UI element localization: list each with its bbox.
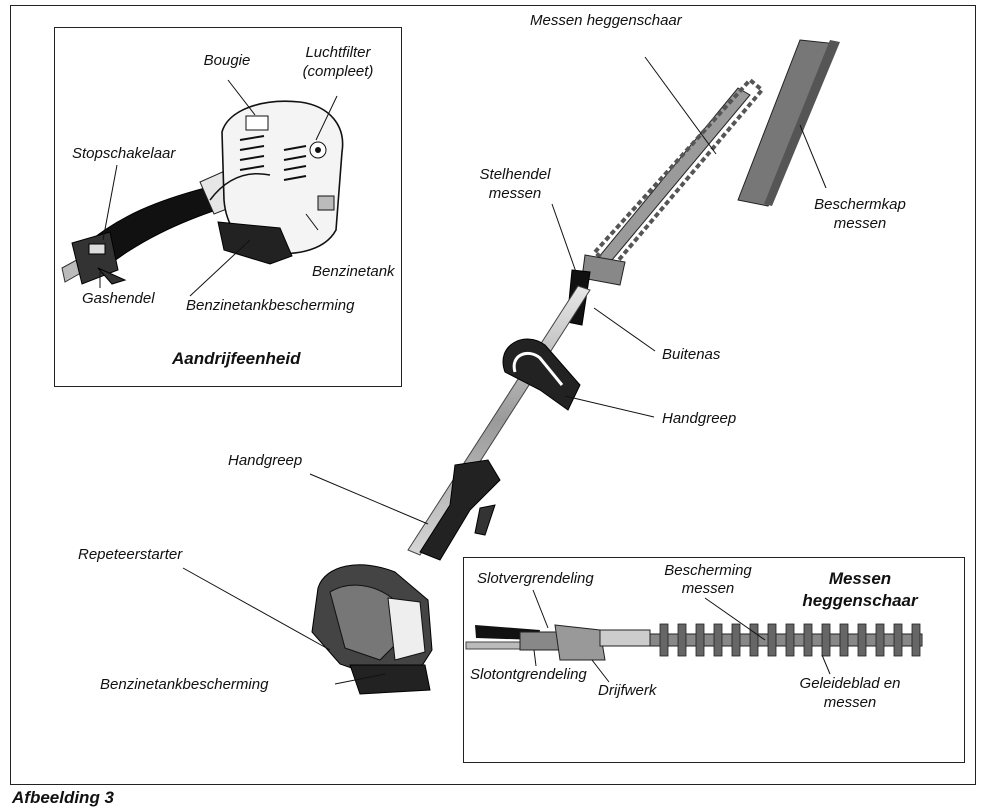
label-luchtfilter-2: (compleet): [288, 63, 388, 81]
label-geleideblad-2: messen: [780, 694, 920, 712]
label-beschermkap-1: Beschermkap: [800, 196, 920, 214]
label-slotvergrendeling: Slotvergrendeling: [477, 570, 594, 588]
label-bescherming-2: messen: [658, 580, 758, 598]
label-drijfwerk: Drijfwerk: [598, 682, 656, 700]
label-benzinetank: Benzinetank: [312, 263, 395, 281]
label-handgreep-right: Handgreep: [662, 410, 736, 428]
label-messen-heggenschaar: Messen heggenschaar: [530, 12, 682, 30]
label-stelhendel-1: Stelhendel: [465, 166, 565, 184]
label-gashendel: Gashendel: [82, 290, 155, 308]
label-handgreep-left: Handgreep: [228, 452, 302, 470]
label-messen-inset-1: Messen: [780, 570, 940, 588]
label-buitenas: Buitenas: [662, 346, 720, 364]
label-repeteerstarter: Repeteerstarter: [78, 546, 182, 564]
label-bougie: Bougie: [182, 52, 272, 70]
label-luchtfilter-1: Luchtfilter: [288, 44, 388, 62]
label-stelhendel-2: messen: [465, 185, 565, 203]
label-bescherming-1: Bescherming: [658, 562, 758, 580]
figure-caption: Afbeelding 3: [12, 789, 114, 807]
label-geleideblad-1: Geleideblad en: [780, 675, 920, 693]
stop-switch: [89, 244, 105, 254]
engine-drawing: [62, 101, 343, 284]
label-benzinetankbescherming-bottom: Benzinetankbescherming: [100, 676, 268, 694]
label-aandrijfeenheid: Aandrijfeenheid: [172, 350, 300, 368]
label-slotontgrendeling: Slotontgrendeling: [470, 666, 587, 684]
label-benzinetankbescherming-top: Benzinetankbescherming: [186, 297, 354, 315]
label-messen-inset-2: heggenschaar: [780, 592, 940, 610]
label-stopschakelaar: Stopschakelaar: [72, 145, 175, 163]
label-beschermkap-2: messen: [800, 215, 920, 233]
